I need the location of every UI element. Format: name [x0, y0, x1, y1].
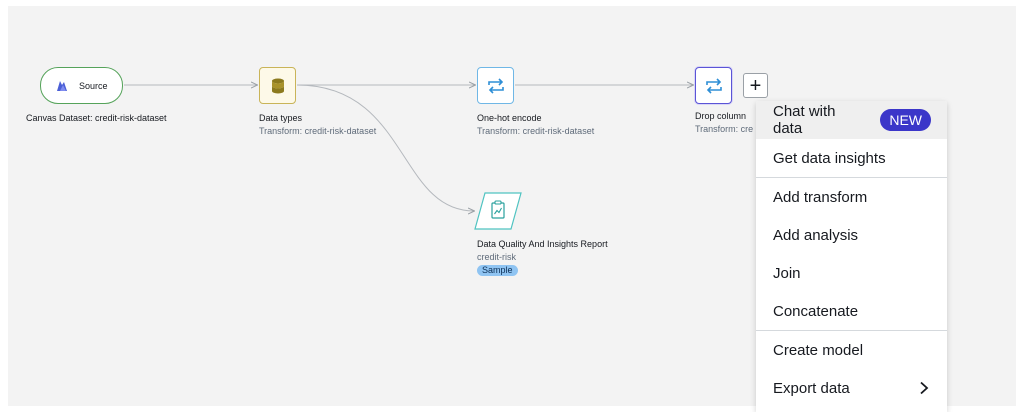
menu-item-add-analysis[interactable]: Add analysis — [756, 216, 947, 254]
edge-datatypes-to-report — [296, 84, 474, 211]
report-node-title: Data Quality And Insights Report — [477, 239, 608, 249]
drop-column-node[interactable] — [695, 67, 732, 104]
source-node-title: Canvas Dataset: credit-risk-dataset — [26, 113, 167, 123]
data-types-node-caption: Data types Transform: credit-risk-datase… — [259, 112, 376, 138]
clipboard-chart-icon — [491, 200, 505, 219]
one-hot-encode-node-caption: One-hot encode Transform: credit-risk-da… — [477, 112, 594, 138]
chevron-right-icon — [920, 381, 929, 395]
menu-divider — [756, 330, 947, 331]
menu-item-export-data[interactable]: Export data — [756, 369, 947, 407]
source-node[interactable]: Source — [40, 67, 123, 104]
menu-item-label: Export data — [773, 379, 850, 397]
data-quality-report-node[interactable] — [474, 192, 522, 235]
transform-icon — [705, 77, 722, 94]
menu-item-label: Chat with data — [773, 103, 836, 137]
drop-column-node-subtitle: Transform: cre — [695, 124, 754, 134]
menu-item-label: Get data insights — [773, 149, 886, 167]
data-types-node-title: Data types — [259, 113, 303, 123]
sample-badge: Sample — [477, 265, 518, 276]
menu-item-label: Join — [773, 264, 801, 282]
menu-item-label: Concatenate — [773, 302, 859, 320]
source-node-label: Source — [79, 80, 108, 91]
drop-column-node-caption: Drop column Transform: cre — [695, 110, 753, 136]
canvas-dataset-icon — [57, 80, 67, 91]
new-badge: NEW — [880, 109, 931, 131]
transform-icon — [487, 77, 504, 94]
database-icon — [271, 78, 284, 93]
report-node-shape — [474, 192, 522, 230]
report-node-subtitle: credit-risk — [477, 252, 517, 262]
add-step-menu: Chat with data NEW Get data insights Add… — [756, 101, 947, 412]
menu-item-add-transform[interactable]: Add transform — [756, 178, 947, 216]
menu-divider — [756, 177, 947, 178]
menu-item-label: Add transform — [773, 188, 868, 206]
one-hot-encode-node-title: One-hot encode — [477, 113, 542, 123]
data-types-node[interactable] — [259, 67, 296, 104]
menu-item-label: Create model — [773, 341, 864, 359]
one-hot-encode-node[interactable] — [477, 67, 514, 104]
add-step-button[interactable]: + — [743, 73, 768, 98]
menu-item-concatenate[interactable]: Concatenate — [756, 292, 947, 330]
menu-item-get-data-insights[interactable]: Get data insights — [756, 139, 947, 177]
source-node-caption: Canvas Dataset: credit-risk-dataset — [26, 112, 167, 125]
one-hot-encode-node-subtitle: Transform: credit-risk-dataset — [477, 126, 595, 136]
menu-item-create-model[interactable]: Create model — [756, 331, 947, 369]
menu-item-chat-with-data[interactable]: Chat with data NEW — [756, 101, 947, 139]
flow-edges — [124, 6, 1016, 406]
data-types-node-subtitle: Transform: credit-risk-dataset — [259, 126, 377, 136]
menu-item-join[interactable]: Join — [756, 254, 947, 292]
data-quality-report-node-caption: Data Quality And Insights Report credit-… — [477, 238, 608, 277]
menu-item-label: Add analysis — [773, 226, 859, 244]
drop-column-node-title: Drop column — [695, 111, 747, 121]
